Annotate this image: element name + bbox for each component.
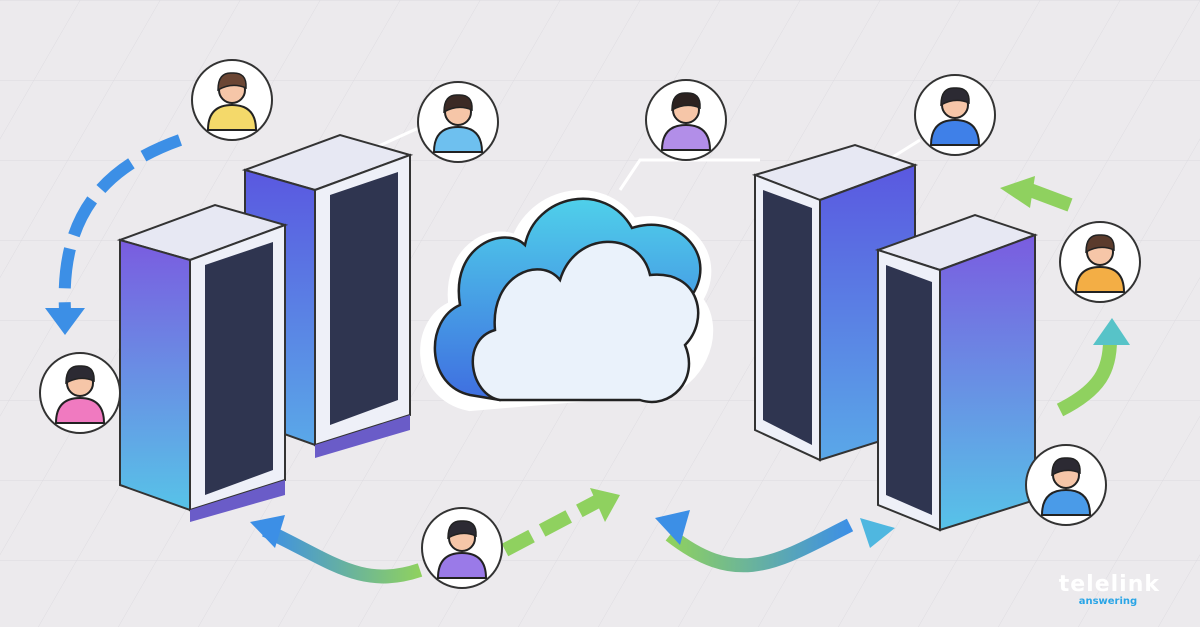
- user-avatar-icon: [1059, 221, 1141, 303]
- cloud-icon: [420, 190, 714, 412]
- arrow-right-up: [1056, 339, 1117, 417]
- server-rack-right-front: [874, 213, 1039, 532]
- server-rack-left-front: [116, 203, 289, 522]
- arrow-left-down: [58, 134, 183, 311]
- arrow-center-left: [665, 518, 854, 573]
- user-avatar-icon: [191, 59, 273, 141]
- avatar-group: [39, 59, 1141, 589]
- arrowhead: [45, 308, 85, 335]
- arrow-bottom-left: [262, 523, 423, 584]
- user-avatar-icon: [39, 352, 121, 434]
- user-avatar-icon: [417, 81, 499, 163]
- logo-tagline: answering: [1078, 596, 1138, 607]
- user-avatar-icon: [914, 74, 996, 156]
- arrow-bottom-right: [501, 493, 604, 557]
- user-avatar-icon: [1025, 444, 1107, 526]
- user-avatar-icon: [645, 79, 727, 161]
- telelink-logo: telelink answering: [1058, 572, 1160, 608]
- user-avatar-icon: [421, 507, 503, 589]
- server-rack-right-back: [751, 143, 919, 462]
- logo-name: telelink: [1058, 572, 1160, 597]
